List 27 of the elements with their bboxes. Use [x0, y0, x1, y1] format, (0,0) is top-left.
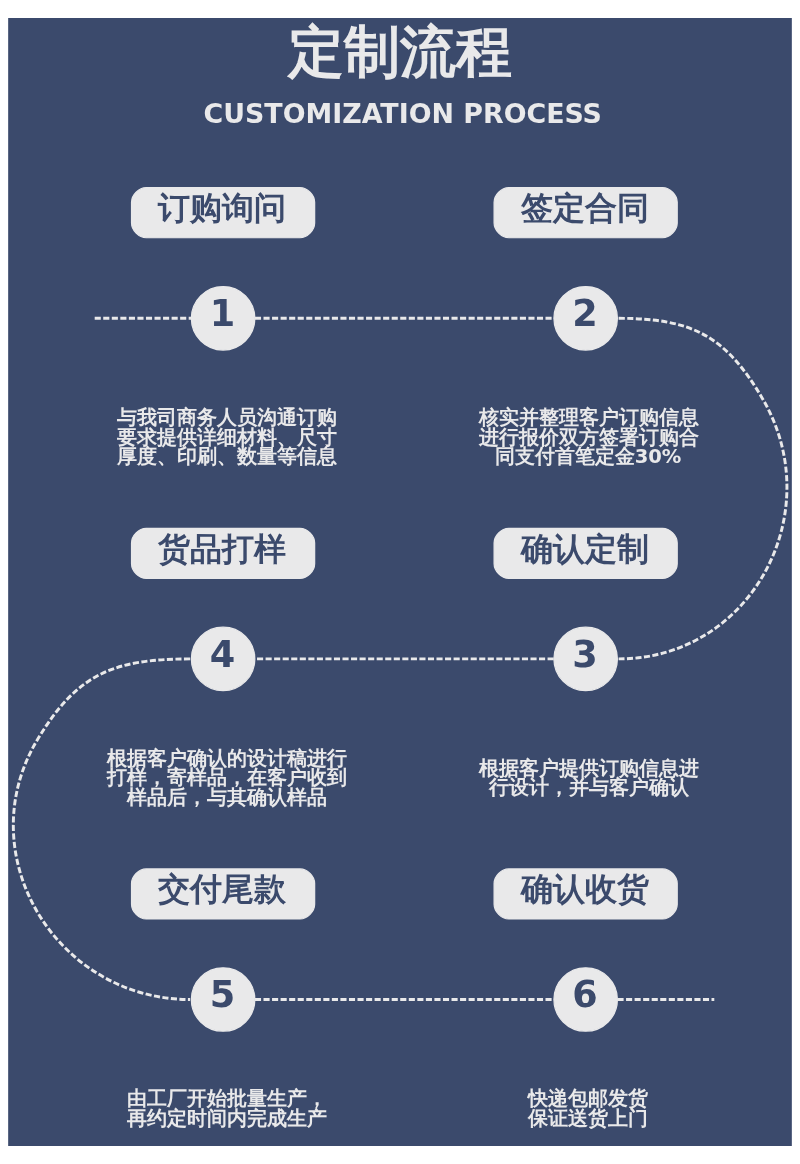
connector: [254, 316, 554, 320]
node-box: 交付尾款: [130, 868, 316, 920]
node-label: 根据客户确认的设计稿进行打样，寄样品，在客户收到样品后，与其确认样品: [107, 746, 348, 809]
node-box: 签定合同: [493, 187, 678, 239]
node-label: 与我司商务人员沟通订购要求提供详细材料、尺寸厚度、印刷、数量等信息: [116, 406, 337, 469]
node-circle: 4: [190, 626, 256, 692]
node-label: 快递包邮发货保证送货上门: [527, 1087, 648, 1130]
diagram-title: 定制流程: [287, 19, 512, 85]
connector: [254, 998, 554, 1001]
connector: [617, 998, 715, 1001]
node-circle: 1: [190, 285, 256, 351]
node-box: 确认收货: [493, 868, 678, 920]
node-circle: 2: [553, 285, 618, 351]
label: CUSTOMIZATION PROCESS: [203, 97, 602, 129]
node-circle: 5: [190, 967, 256, 1032]
node-label: 根据客户提供订购信息进行设计，并与客户确认: [479, 756, 700, 800]
node-label: 由工厂开始批量生产，再约定时间内完成生产: [126, 1087, 327, 1130]
connector: [94, 316, 191, 320]
node-circle: 3: [553, 626, 618, 692]
connector: [618, 316, 789, 661]
node-label: 核实并整理客户订购信息进行报价双方签署订购合同支付首笔定金30%: [479, 406, 700, 469]
node-box: 货品打样: [130, 527, 316, 579]
node-box: 确认定制: [493, 527, 678, 579]
node-box: 订购询问: [130, 187, 316, 239]
connector: [254, 657, 554, 661]
node-circle: 6: [553, 967, 618, 1032]
connector: [11, 657, 191, 1001]
